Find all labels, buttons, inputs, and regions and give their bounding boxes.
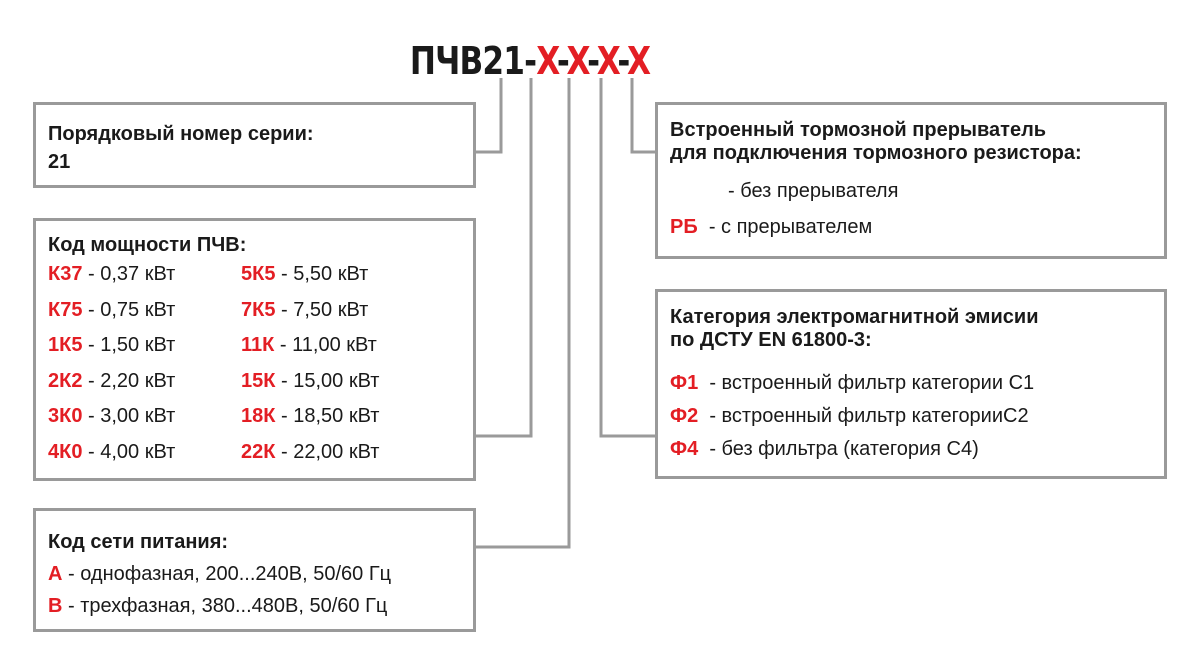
series-header: Порядковый номер серии: — [48, 123, 314, 145]
supply-item: В - трехфазная, 380...480В, 50/60 Гц — [48, 594, 387, 618]
model-dash-2: - — [556, 39, 567, 83]
supply-code-box: Код сети питания: А - однофазная, 200...… — [33, 508, 476, 632]
brake-item-with-code: РБ — [670, 216, 698, 238]
supply-item-text: - трехфазная, 380...480В, 50/60 Гц — [62, 595, 388, 617]
power-left-item-text: - 1,50 кВт — [82, 334, 176, 356]
power-right-item-text: - 5,50 кВт — [275, 263, 369, 285]
supply-item-code: А — [48, 563, 63, 585]
power-right-item-code: 11К — [241, 334, 275, 356]
emc-item-text: - встроенный фильтр категории С1 — [698, 372, 1035, 394]
power-header: Код мощности ПЧВ: — [48, 234, 247, 256]
power-right-item: 22К - 22,00 кВт — [241, 440, 379, 464]
brake-item-none: - без прерывателя — [728, 179, 898, 203]
power-right-item: 11К - 11,00 кВт — [241, 333, 377, 357]
power-left-item: К75 - 0,75 кВт — [48, 298, 175, 322]
power-right-item-code: 15К — [241, 369, 276, 392]
power-left-item-code: К37 — [48, 263, 83, 285]
power-right-item-code: 18К — [241, 405, 276, 427]
brake-item-none-text: - без прерывателя — [728, 180, 899, 202]
model-code-title: ПЧВ21-X-X-X-X — [407, 38, 653, 84]
power-right-item-text: - 15,00 кВт — [275, 369, 380, 392]
power-left-item-text: - 0,37 кВт — [82, 263, 176, 285]
connector-emc — [599, 78, 656, 438]
power-left-item: 3К0 - 3,00 кВт — [48, 404, 175, 428]
supply-header: Код сети питания: — [48, 531, 229, 553]
emc-item: Ф2 - встроенный фильтр категорииС2 — [670, 404, 1029, 428]
model-placeholder-1: X — [536, 39, 557, 83]
power-left-item-code: К75 — [48, 298, 83, 321]
emc-header-line-1: Категория электромагнитной эмисии — [670, 306, 1039, 328]
emc-item-text: - встроенный фильтр категорииС2 — [698, 405, 1029, 427]
model-dash-4: - — [617, 39, 627, 83]
power-left-item-text: - 2,20 кВт — [82, 369, 176, 392]
emc-item-text: - без фильтра (категория С4) — [698, 438, 979, 460]
power-right-item: 18К - 18,50 кВт — [241, 404, 379, 428]
power-right-item-text: - 22,00 кВт — [275, 440, 380, 463]
supply-item-code: В — [48, 595, 63, 617]
power-left-item-text: - 4,00 кВт — [82, 440, 176, 463]
power-left-item: 2К2 - 2,20 кВт — [48, 369, 175, 393]
power-right-item: 5К5 - 5,50 кВт — [241, 262, 368, 286]
power-left-item-code: 3К0 — [48, 405, 83, 427]
model-prefix: ПЧВ21 — [409, 39, 525, 83]
power-right-item: 7К5 - 7,50 кВт — [241, 298, 368, 322]
power-right-item-text: - 7,50 кВт — [275, 298, 369, 321]
emc-item-code: Ф4 — [670, 438, 699, 460]
connector-series — [474, 78, 503, 154]
connector-brake — [630, 78, 656, 154]
emc-item: Ф1 - встроенный фильтр категории С1 — [670, 371, 1034, 395]
brake-header-line-2: для подключения тормозного резистора: — [670, 142, 1082, 164]
series-number-box: Порядковый номер серии: 21 — [33, 102, 476, 188]
connector-power — [474, 78, 533, 438]
series-value: 21 — [48, 151, 71, 173]
power-left-item: 4К0 - 4,00 кВт — [48, 440, 175, 464]
emc-item-code: Ф1 — [670, 372, 699, 394]
supply-item-text: - однофазная, 200...240В, 50/60 Гц — [62, 563, 392, 585]
connector-supply — [474, 78, 571, 549]
brake-header-line-1: Встроенный тормозной прерыватель — [670, 119, 1047, 141]
brake-chopper-box: Встроенный тормозной прерыватель для под… — [655, 102, 1167, 259]
emc-header-line-2: по ДСТУ EN 61800-3: — [670, 329, 872, 351]
power-left-item-text: - 3,00 кВт — [82, 405, 176, 427]
power-right-item-code: 22К — [241, 440, 276, 463]
power-left-item-code: 1К5 — [48, 334, 83, 356]
power-left-item: 1К5 - 1,50 кВт — [48, 333, 175, 357]
power-left-item: К37 - 0,37 кВт — [48, 262, 175, 286]
emc-item: Ф4 - без фильтра (категория С4) — [670, 437, 979, 461]
model-placeholder-3: X — [596, 39, 618, 83]
power-right-item-text: - 18,50 кВт — [275, 405, 380, 427]
brake-item-with: РБ - с прерывателем — [670, 215, 872, 239]
model-dash-3: - — [587, 39, 597, 83]
emc-category-box: Категория электромагнитной эмисии по ДСТ… — [655, 289, 1167, 479]
power-left-item-code: 4К0 — [48, 440, 83, 463]
model-placeholder-4: X — [626, 39, 651, 83]
power-right-item-text: - 11,00 кВт — [274, 334, 377, 356]
power-right-item-code: 5К5 — [241, 263, 276, 285]
brake-item-with-text: - с прерывателем — [697, 216, 873, 238]
power-left-item-code: 2К2 — [48, 369, 83, 392]
power-left-item-text: - 0,75 кВт — [82, 298, 176, 321]
model-placeholder-2: X — [566, 39, 588, 83]
power-right-item-code: 7К5 — [241, 298, 276, 321]
supply-item: А - однофазная, 200...240В, 50/60 Гц — [48, 562, 391, 586]
emc-item-code: Ф2 — [670, 405, 699, 427]
power-right-item: 15К - 15,00 кВт — [241, 369, 379, 393]
model-dash-1: - — [524, 39, 537, 83]
